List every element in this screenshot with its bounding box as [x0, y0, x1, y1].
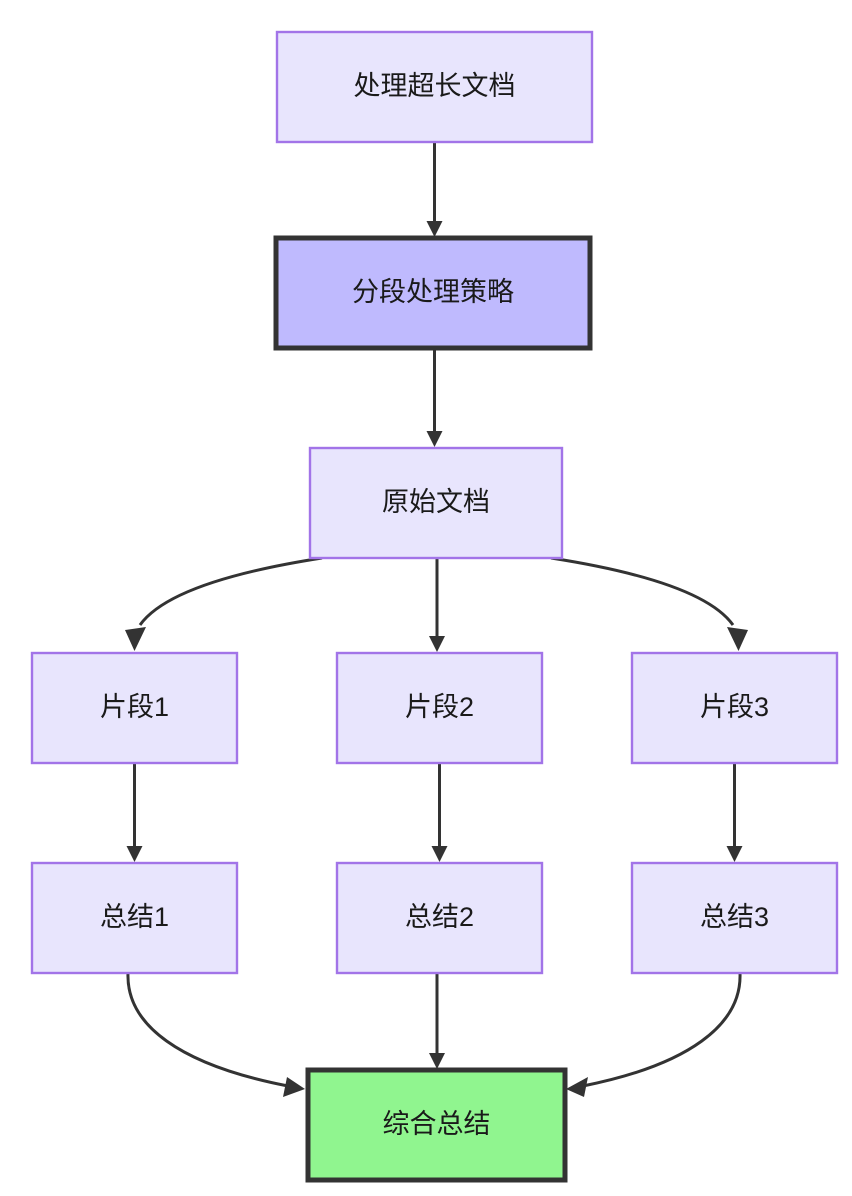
node-summary-1[interactable]: 总结1 — [30, 861, 239, 975]
node-chunk-2[interactable]: 片段2 — [335, 651, 544, 765]
node-label: 总结1 — [100, 902, 169, 932]
arrow-head-icon — [726, 846, 743, 862]
node-label: 片段2 — [405, 692, 474, 722]
edge-line — [138, 556, 323, 626]
arrow-head-icon — [283, 1077, 305, 1097]
edge-chunk3-to-summary3 — [726, 763, 743, 862]
edge-line — [126, 972, 289, 1088]
node-summary-3[interactable]: 总结3 — [630, 861, 839, 975]
arrow-head-icon — [429, 636, 445, 652]
node-box[interactable] — [335, 861, 544, 975]
edge-summary2-to-final — [429, 973, 445, 1069]
node-label: 分段处理策略 — [352, 277, 514, 307]
edge-source-to-chunk3 — [550, 556, 748, 651]
edge-line — [582, 972, 742, 1088]
node-box[interactable] — [335, 651, 544, 765]
node-final-summary[interactable]: 综合总结 — [305, 1067, 568, 1183]
edge-line — [550, 556, 735, 626]
edge-chunk1-to-summary1 — [126, 763, 143, 862]
node-box[interactable] — [630, 861, 839, 975]
node-box[interactable] — [308, 446, 564, 560]
node-summary-2[interactable]: 总结2 — [335, 861, 544, 975]
node-label: 综合总结 — [383, 1109, 491, 1139]
node-source-document[interactable]: 原始文档 — [308, 446, 564, 560]
edge-source-to-chunk2 — [429, 558, 445, 652]
node-box[interactable] — [273, 235, 593, 351]
edge-doc-to-strategy — [426, 142, 443, 237]
node-label: 总结2 — [405, 902, 474, 932]
node-layer: 处理超长文档 分段处理策略 原始文档 片段1 片段2 — [30, 30, 839, 1183]
node-label: 片段3 — [700, 692, 769, 722]
arrow-head-icon — [429, 1053, 445, 1069]
node-box[interactable] — [275, 30, 594, 144]
node-box[interactable] — [30, 861, 239, 975]
node-label: 片段1 — [100, 692, 169, 722]
node-chunk-1[interactable]: 片段1 — [30, 651, 239, 765]
node-label: 处理超长文档 — [354, 71, 516, 101]
arrow-head-icon — [126, 846, 143, 862]
node-label: 总结3 — [700, 902, 769, 932]
node-chunk-3[interactable]: 片段3 — [630, 651, 839, 765]
edge-summary3-to-final — [566, 972, 742, 1097]
arrow-head-icon — [426, 221, 443, 237]
edge-chunk2-to-summary2 — [431, 763, 448, 862]
edge-strategy-to-source — [426, 348, 443, 447]
node-chunking-strategy[interactable]: 分段处理策略 — [273, 235, 593, 351]
node-box[interactable] — [630, 651, 839, 765]
node-label: 原始文档 — [382, 487, 490, 517]
arrow-head-icon — [125, 627, 146, 651]
node-box[interactable] — [30, 651, 239, 765]
arrow-head-icon — [727, 627, 748, 651]
arrow-head-icon — [566, 1077, 588, 1097]
edge-layer — [125, 142, 748, 1097]
arrow-head-icon — [426, 431, 443, 447]
node-box[interactable] — [305, 1067, 568, 1183]
arrow-head-icon — [431, 846, 448, 862]
node-process-long-document[interactable]: 处理超长文档 — [275, 30, 594, 144]
edge-summary1-to-final — [126, 972, 305, 1097]
edge-source-to-chunk1 — [125, 556, 323, 651]
